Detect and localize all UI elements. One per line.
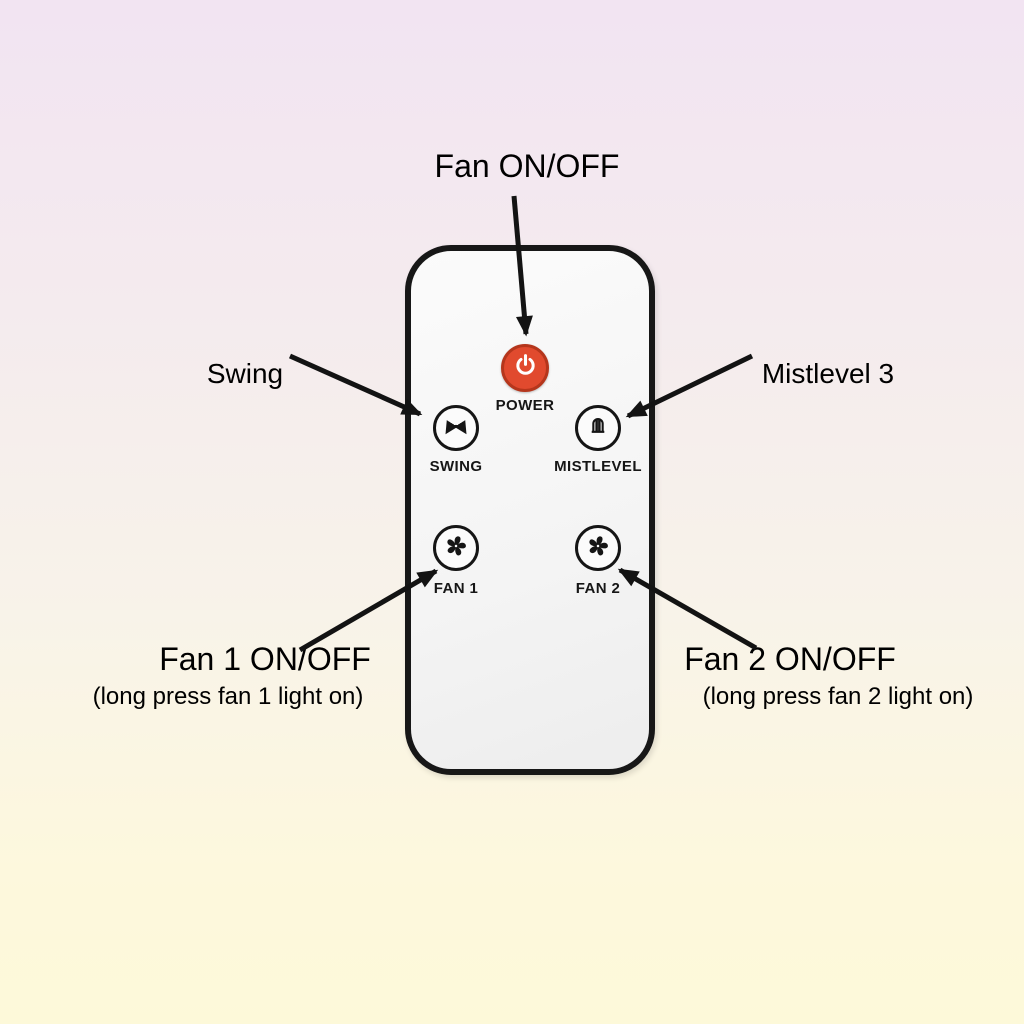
fan2-button-label: FAN 2 xyxy=(575,580,621,597)
annotation-fan2-sub: (long press fan 2 light on) xyxy=(702,683,974,710)
mistlevel-button-label: MISTLEVEL xyxy=(554,458,642,475)
annotation-fan2-title: Fan 2 ON/OFF xyxy=(684,641,896,677)
fan1-button-label: FAN 1 xyxy=(433,580,479,597)
remote-control-body xyxy=(405,245,655,775)
power-button[interactable] xyxy=(501,344,549,392)
mist-icon xyxy=(584,412,612,445)
fan-icon xyxy=(441,531,471,566)
power-button-label: POWER xyxy=(495,397,555,414)
annotation-swing: Swing xyxy=(206,358,284,389)
swing-icon xyxy=(441,411,471,446)
annotation-fan1-sub: (long press fan 1 light on) xyxy=(92,683,364,710)
swing-button-label: SWING xyxy=(429,458,483,475)
mistlevel-button[interactable] xyxy=(575,405,621,451)
fan1-button[interactable] xyxy=(433,525,479,571)
fan2-button[interactable] xyxy=(575,525,621,571)
annotation-mistlevel: Mistlevel 3 xyxy=(761,358,895,389)
fan-icon xyxy=(583,531,613,566)
annotation-fan-onoff: Fan ON/OFF xyxy=(434,148,620,184)
power-icon xyxy=(512,352,539,384)
swing-button[interactable] xyxy=(433,405,479,451)
annotation-fan1-title: Fan 1 ON/OFF xyxy=(159,641,371,677)
